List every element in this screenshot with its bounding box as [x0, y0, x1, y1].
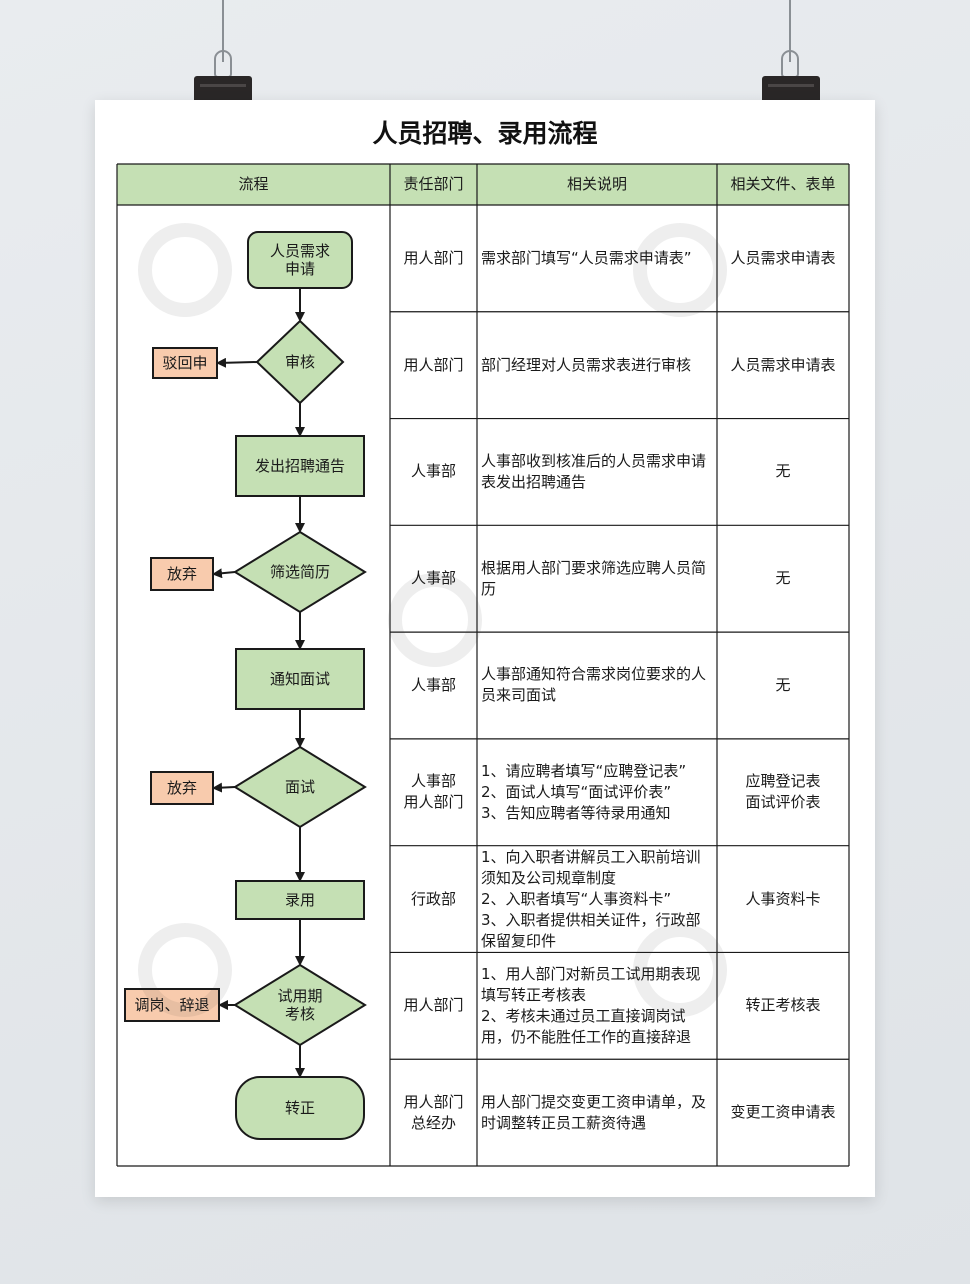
column-header: 相关说明: [566, 175, 627, 193]
dept-cell: 人事部: [390, 419, 477, 526]
node-interview-label: 面试: [285, 778, 315, 796]
docs-cell-text: 转正考核表: [745, 996, 821, 1015]
node-posting: [235, 435, 365, 497]
desc-cell: 1、向入职者讲解员工入职前培训须知及公司规章制度 2、入职者填写“人事资料卡” …: [477, 846, 717, 953]
desc-cell: 用人部门提交变更工资申请单，及时调整转正员工薪资待遇: [477, 1059, 717, 1166]
column-header: 责任部门: [403, 175, 464, 193]
column-header: 相关文件、表单: [730, 175, 836, 193]
docs-cell: 无: [717, 525, 849, 632]
node-probation-review: [233, 963, 367, 1047]
dept-cell-text: 人事部: [410, 569, 456, 588]
dept-cell: 人事部: [390, 632, 477, 739]
docs-cell-text: 应聘登记表 面试评价表: [745, 772, 821, 812]
page-title: 人员招聘、录用流程: [372, 119, 598, 148]
dept-cell-text: 用人部门: [403, 996, 464, 1015]
dept-cell-text: 用人部门 总经办: [403, 1092, 464, 1132]
desc-cell-text: 用人部门提交变更工资申请单，及时调整转正员工薪资待遇: [481, 1092, 707, 1132]
reject-box-give-up-2: [150, 771, 214, 805]
docs-cell-text: 人事资料卡: [745, 889, 821, 908]
reject-box-give-up-2-label: 放弃: [167, 779, 197, 797]
desc-cell: 需求部门填写“人员需求申请表”: [477, 205, 717, 312]
docs-cell: 无: [717, 419, 849, 526]
dept-cell: 用人部门: [390, 312, 477, 419]
node-notify-interview: [235, 648, 365, 710]
desc-cell: 根据用人部门要求筛选应聘人员简历: [477, 525, 717, 632]
node-review-label: 审核: [285, 353, 315, 371]
docs-cell: 人员需求申请表: [717, 205, 849, 312]
clip-ring-left: [214, 50, 232, 78]
hanging-wire-right: [789, 0, 791, 62]
node-hire: [235, 880, 365, 920]
dept-cell: 人事部 用人部门: [390, 739, 477, 846]
desc-cell-text: 1、向入职者讲解员工入职前培训须知及公司规章制度 2、入职者填写“人事资料卡” …: [481, 847, 701, 950]
desc-cell-text: 1、请应聘者填写“应聘登记表” 2、面试人填写“面试评价表” 3、告知应聘者等待…: [481, 761, 687, 822]
reject-box-give-up-1-label: 放弃: [167, 565, 197, 583]
node-screening-label: 筛选简历: [270, 563, 330, 581]
reject-box-return-label: 驳回申: [162, 354, 207, 372]
node-request-label: 人员需求申请: [270, 242, 330, 278]
node-confirmation-label: 转正: [285, 1099, 315, 1117]
dept-cell: 行政部: [390, 846, 477, 953]
reject-box-transfer-dismiss-label: 调岗、辞退: [134, 996, 209, 1014]
node-confirmation: [235, 1076, 365, 1140]
table-header-band: [117, 164, 849, 205]
node-review: [255, 319, 345, 405]
desc-cell-text: 1、用人部门对新员工试用期表现填写转正考核表 2、考核未通过员工直接调岗试用，仍…: [481, 964, 701, 1046]
desc-cell-text: 人事部通知符合需求岗位要求的人员来司面试: [481, 665, 707, 705]
dept-cell-text: 用人部门: [403, 355, 464, 374]
docs-cell: 人事资料卡: [717, 846, 849, 953]
dept-cell-text: 人事部 用人部门: [403, 772, 464, 812]
node-posting-label: 发出招聘通告: [255, 457, 345, 475]
flow-connectors: [212, 288, 305, 1078]
docs-cell: 人员需求申请表: [717, 312, 849, 419]
reject-arrow: [216, 357, 258, 368]
reject-arrow: [212, 782, 236, 793]
hanging-wire-left: [222, 0, 224, 62]
docs-cell-text: 变更工资申请表: [730, 1103, 836, 1122]
docs-cell-text: 无: [775, 569, 791, 588]
flow-nodes: 人员需求申请审核发出招聘通告筛选简历通知面试面试录用试用期考核转正驳回申放弃放弃…: [124, 231, 367, 1140]
docs-cell: 变更工资申请表: [717, 1059, 849, 1166]
desc-cell-text: 根据用人部门要求筛选应聘人员简历: [481, 558, 707, 598]
node-notify-interview-label: 通知面试: [270, 670, 330, 688]
desc-cell: 1、请应聘者填写“应聘登记表” 2、面试人填写“面试评价表” 3、告知应聘者等待…: [477, 739, 717, 846]
desc-cell: 人事部通知符合需求岗位要求的人员来司面试: [477, 632, 717, 739]
column-header: 流程: [238, 175, 269, 193]
poster-paper: 人员招聘、录用流程 流程责任部门相关说明相关文件、表单 用人部门需求部门填写“人…: [95, 100, 875, 1197]
dept-cell-text: 人事部: [410, 675, 456, 694]
node-interview: [233, 745, 367, 829]
dept-cell: 用人部门 总经办: [390, 1059, 477, 1166]
node-request: [247, 231, 353, 289]
docs-cell-text: 人员需求申请表: [730, 248, 836, 267]
dept-cell-text: 人事部: [410, 462, 456, 481]
node-hire-label: 录用: [285, 891, 315, 909]
dept-cell: 人事部: [390, 525, 477, 632]
node-screening: [233, 530, 367, 614]
desc-cell: 1、用人部门对新员工试用期表现填写转正考核表 2、考核未通过员工直接调岗试用，仍…: [477, 952, 717, 1059]
desc-cell-text: 需求部门填写“人员需求申请表”: [481, 248, 692, 267]
process-table-grid: [116, 163, 850, 1167]
docs-cell-text: 无: [775, 675, 791, 694]
desc-cell-text: 人事部收到核准后的人员需求申请表发出招聘通告: [481, 451, 707, 491]
reject-box-give-up-1: [150, 557, 214, 591]
dept-cell-text: 用人部门: [403, 248, 464, 267]
dept-cell-text: 行政部: [410, 889, 456, 908]
dept-cell: 用人部门: [390, 952, 477, 1059]
desc-cell-text: 部门经理对人员需求表进行审核: [481, 355, 692, 374]
table-lines: [116, 163, 850, 1167]
reject-box-return: [152, 347, 218, 379]
clip-ring-right: [781, 50, 799, 78]
reject-arrow: [212, 568, 236, 579]
docs-cell: 转正考核表: [717, 952, 849, 1059]
reject-box-transfer-dismiss: [124, 988, 220, 1022]
dept-cell: 用人部门: [390, 205, 477, 312]
docs-cell-text: 无: [775, 462, 791, 481]
desc-cell: 人事部收到核准后的人员需求申请表发出招聘通告: [477, 419, 717, 526]
flowchart: 人员需求申请审核发出招聘通告筛选简历通知面试面试录用试用期考核转正驳回申放弃放弃…: [124, 231, 367, 1140]
desc-cell: 部门经理对人员需求表进行审核: [477, 312, 717, 419]
node-probation-review-label: 试用期考核: [277, 987, 322, 1023]
docs-cell: 应聘登记表 面试评价表: [717, 739, 849, 846]
docs-cell-text: 人员需求申请表: [730, 355, 836, 374]
docs-cell: 无: [717, 632, 849, 739]
